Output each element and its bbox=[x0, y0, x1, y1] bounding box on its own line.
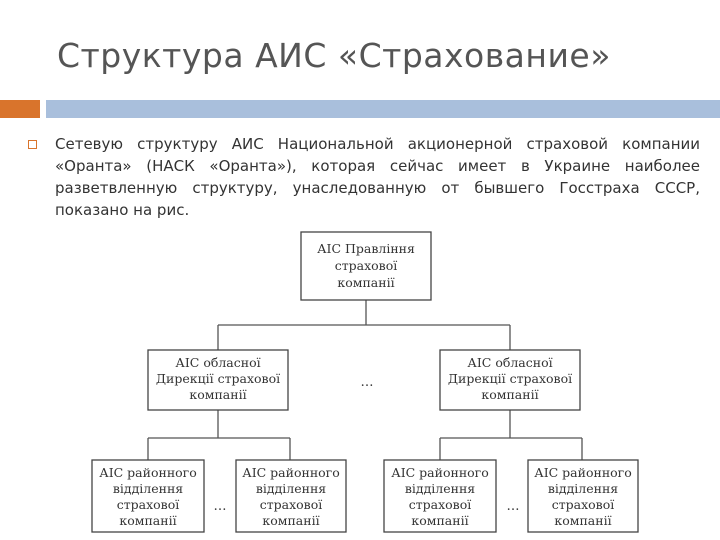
regional-box-2: АІС обласної Дирекції страхової компанії bbox=[439, 349, 581, 411]
district-4-line-1: АІС районного bbox=[534, 465, 632, 480]
district-box-3: АІС районного відділення страхової компа… bbox=[383, 459, 497, 533]
bullet-square-icon bbox=[28, 140, 37, 149]
district-1-line-4: компанії bbox=[119, 513, 176, 528]
root-line-1: АІС Правління bbox=[317, 241, 415, 256]
district-4-line-2: відділення bbox=[548, 481, 618, 496]
district-4-line-4: компанії bbox=[554, 513, 611, 528]
regional-1-line-2: Дирекції страхової bbox=[156, 371, 280, 386]
district-ellipsis-left: … bbox=[214, 499, 227, 514]
regional-box-1: АІС обласної Дирекції страхової компанії bbox=[147, 349, 289, 411]
district-3-line-2: відділення bbox=[405, 481, 475, 496]
regional-1-line-1: АІС обласної bbox=[175, 355, 260, 370]
district-box-1: АІС районного відділення страхової компа… bbox=[91, 459, 205, 533]
district-box-4: АІС районного відділення страхової компа… bbox=[527, 459, 639, 533]
district-1-line-3: страхової bbox=[117, 497, 180, 512]
root-box: АІС Правління страхової компанії bbox=[300, 231, 432, 301]
header-accent-blue bbox=[46, 100, 720, 118]
slide-body-text: Сетевую структуру АИС Национальной акцио… bbox=[55, 135, 700, 219]
district-3-line-1: АІС районного bbox=[391, 465, 489, 480]
connectors bbox=[147, 300, 583, 460]
regional-1-line-3: компанії bbox=[189, 387, 246, 402]
regional-ellipsis: … bbox=[361, 375, 374, 390]
district-1-line-1: АІС районного bbox=[99, 465, 197, 480]
district-2-line-1: АІС районного bbox=[242, 465, 340, 480]
root-line-2: страхової bbox=[335, 258, 398, 273]
district-ellipsis-right: … bbox=[507, 499, 520, 514]
district-3-line-4: компанії bbox=[411, 513, 468, 528]
district-1-line-2: відділення bbox=[113, 481, 183, 496]
regional-2-line-1: АІС обласної bbox=[467, 355, 552, 370]
slide-title: Структура АИС «Страхование» bbox=[57, 36, 611, 75]
district-2-line-2: відділення bbox=[256, 481, 326, 496]
regional-2-line-2: Дирекції страхової bbox=[448, 371, 572, 386]
district-4-line-3: страхової bbox=[552, 497, 615, 512]
header-accent-orange bbox=[0, 100, 40, 118]
district-box-2: АІС районного відділення страхової компа… bbox=[235, 459, 347, 533]
regional-2-line-3: компанії bbox=[481, 387, 538, 402]
district-3-line-3: страхової bbox=[409, 497, 472, 512]
root-line-3: компанії bbox=[337, 275, 394, 290]
district-2-line-3: страхової bbox=[260, 497, 323, 512]
district-2-line-4: компанії bbox=[262, 513, 319, 528]
